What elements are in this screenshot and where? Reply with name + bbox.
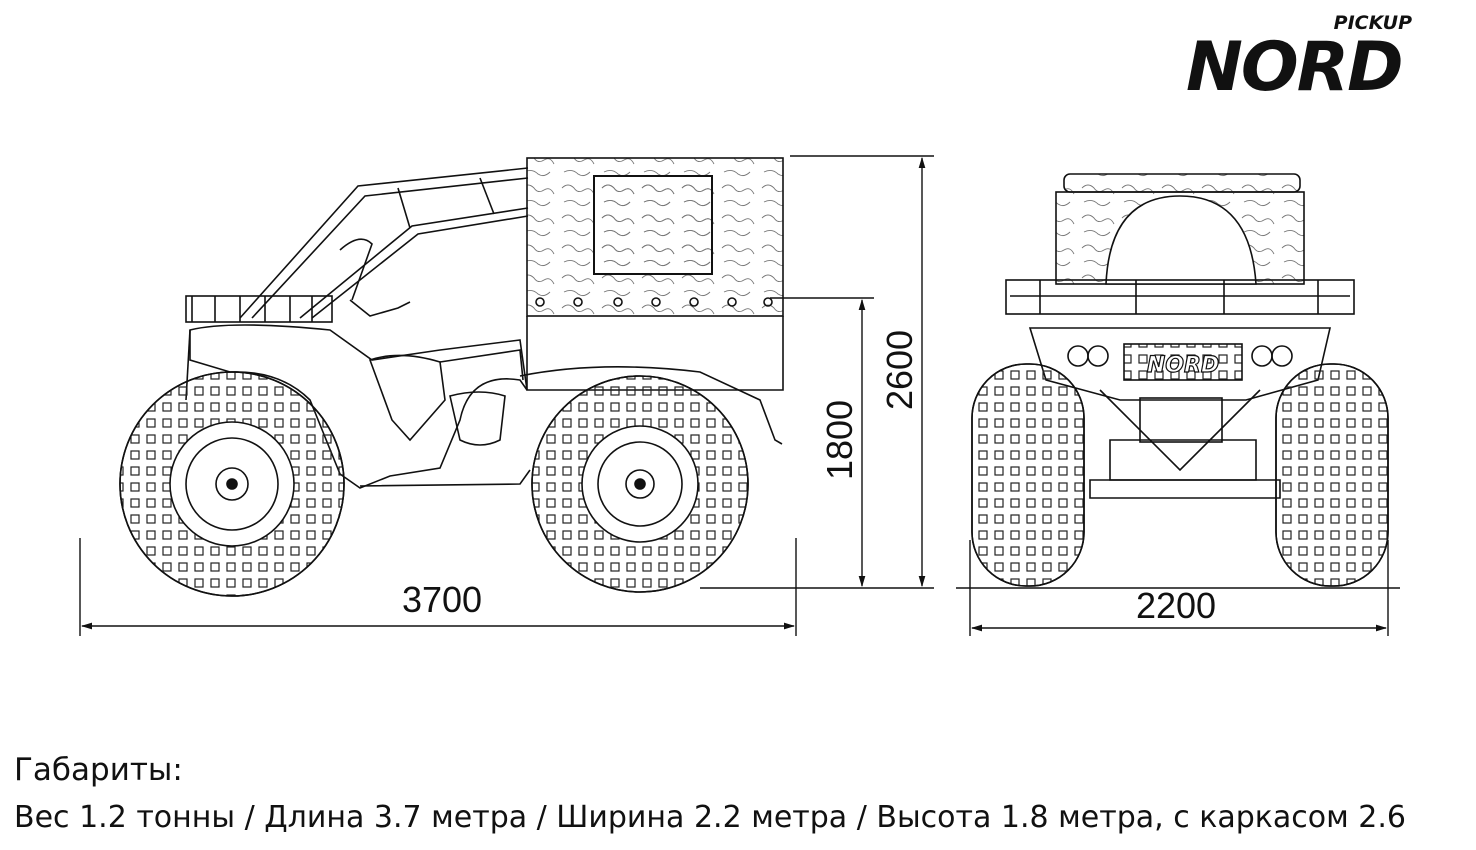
front-badge-text: NORD [1147,353,1219,378]
front-bumper [1028,327,1332,499]
vehicle-body [185,238,783,489]
nord-pickup-logo: PICKUP NORD [1180,8,1450,108]
width-dimension-label: 2200 [1136,585,1216,626]
side-dimension-lines [79,155,934,636]
front-view [971,173,1389,587]
front-dimension-lines [956,540,1400,636]
front-rack [185,295,333,323]
logo-brand: NORD [1186,28,1404,107]
roll-cage [239,167,529,319]
length-dimension-label: 3700 [402,579,482,620]
front-right-wheel [1275,363,1389,587]
canopy-clips [535,297,773,307]
caption-specs: Вес 1.2 тонны / Длина 3.7 метра / Ширина… [14,800,1406,835]
caption-title: Габариты: [14,752,183,788]
logo-subtitle: PICKUP [1333,12,1412,34]
front-canopy [1055,173,1305,285]
body-height-dimension-label: 1800 [819,400,860,480]
side-view [119,157,784,597]
cargo-canopy [526,157,784,391]
front-left-wheel [971,363,1085,587]
frame-height-dimension-label: 2600 [879,330,920,410]
side-rear-wheel [531,375,749,593]
front-rack-bars [1005,279,1355,315]
side-front-wheel [119,371,345,597]
